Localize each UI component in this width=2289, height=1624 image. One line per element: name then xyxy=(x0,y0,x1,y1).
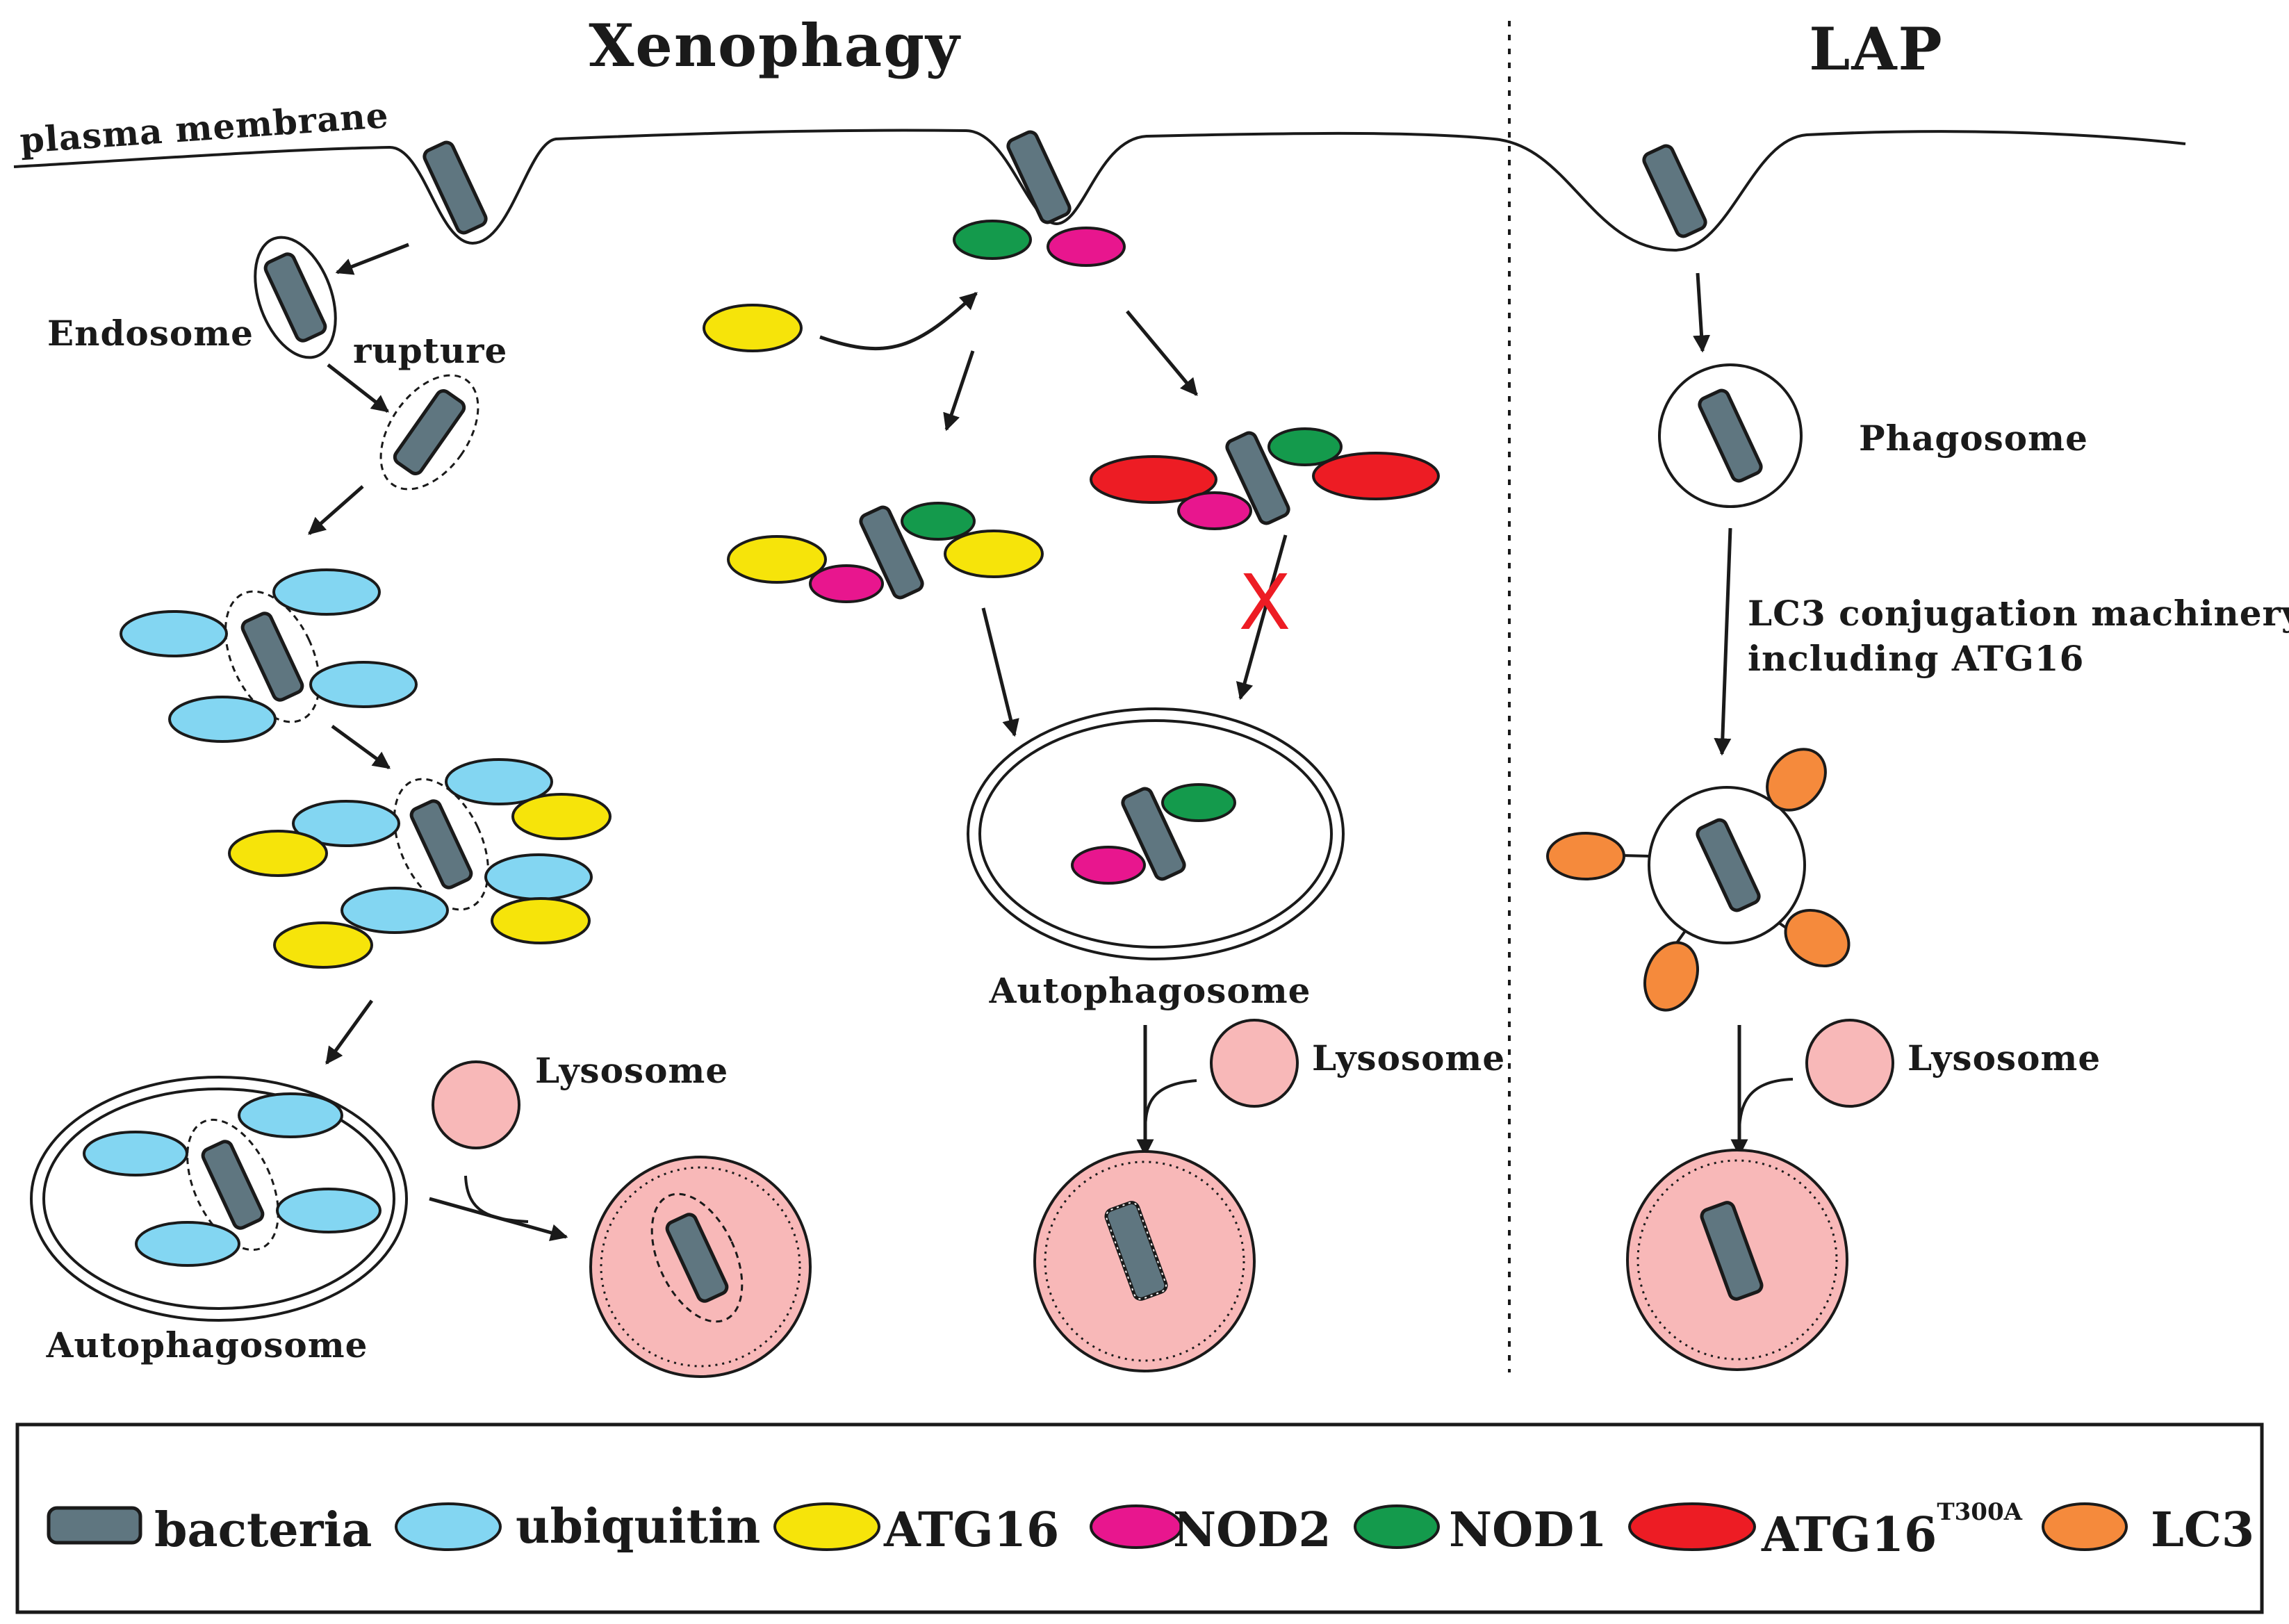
autolysosome-mid xyxy=(1033,1150,1256,1372)
arrow-to-phagosome xyxy=(1693,272,1711,353)
legend-atg16-icon xyxy=(773,1502,880,1551)
plasma-membrane xyxy=(13,129,2186,252)
bacteria-invaginating-left xyxy=(422,140,488,235)
blocked-x-mark: X xyxy=(1238,558,1290,647)
legend-atg16-t300a-label: ATG16T300A xyxy=(1761,1498,2023,1563)
arrow-to-autophagosome-left xyxy=(325,999,374,1065)
legend-nod2-icon xyxy=(1090,1504,1183,1549)
lysosome-mid xyxy=(1210,1019,1299,1108)
legend-ubiquitin-label: ubiquitin xyxy=(516,1499,760,1555)
legend-nod1-icon xyxy=(1354,1504,1440,1549)
nod2-at-membrane xyxy=(1047,227,1126,267)
xenophagy-title: Xenophagy xyxy=(589,11,961,80)
arrow-to-lc3-phagosome xyxy=(1714,527,1732,756)
arrow-to-endosome xyxy=(335,243,409,275)
ubiquitin-atg16-complex xyxy=(228,758,612,969)
fusion-curve-right xyxy=(1738,1078,1794,1133)
arrow-to-wt-complex xyxy=(943,350,975,432)
arrow-to-autolysosome-left xyxy=(429,1197,568,1241)
arrow-to-autophagosome-mid xyxy=(981,607,1019,737)
legend-atg16-t300a-base: ATG16 xyxy=(1761,1507,1937,1563)
nod1-at-membrane xyxy=(953,220,1032,260)
autophagosome-mid-label: Autophagosome xyxy=(989,970,1311,1011)
fusion-curve-mid xyxy=(1144,1079,1197,1133)
bacteria-invaginating-right xyxy=(1642,144,1707,238)
nod-atg16-complex xyxy=(727,502,1044,603)
atg16-free xyxy=(703,304,803,352)
legend-nod1-label: NOD1 xyxy=(1449,1502,1607,1558)
arrow-atg16-to-nod xyxy=(819,292,978,351)
legend-lc3-label: LC3 xyxy=(2151,1502,2254,1558)
ruptured-vacuole xyxy=(379,374,479,491)
legend-nod2-label: NOD2 xyxy=(1173,1502,1331,1558)
legend-atg16-t300a-icon xyxy=(1628,1502,1756,1551)
lysosome-right-label: Lysosome xyxy=(1907,1037,2101,1078)
lysosome-mid-label: Lysosome xyxy=(1312,1037,1505,1078)
legend-ubiquitin-icon xyxy=(395,1502,502,1551)
plasma-membrane-label: plasma membrane xyxy=(19,95,391,161)
lc3-decorated-phagosome xyxy=(1546,748,1851,1012)
phagosome-label: Phagosome xyxy=(1859,418,2088,459)
legend-atg16-label: ATG16 xyxy=(883,1502,1059,1558)
endosome-label: Endosome xyxy=(47,313,254,354)
phagolysosome xyxy=(1626,1149,1848,1371)
legend-atg16-t300a-sup: T300A xyxy=(1937,1498,2022,1526)
lc3-conjugation-label-line2: including ATG16 xyxy=(1748,638,2084,679)
autophagosome-left xyxy=(30,1076,408,1322)
legend-lc3-icon xyxy=(2042,1502,2128,1551)
arrow-to-ruptured xyxy=(327,363,389,413)
phagosome xyxy=(1658,363,1803,508)
autophagosome-mid xyxy=(967,707,1345,960)
autophagosome-left-label: Autophagosome xyxy=(46,1324,368,1365)
lysosome-left xyxy=(432,1060,520,1149)
lap-title: LAP xyxy=(1809,15,1943,83)
lysosome-left-label: Lysosome xyxy=(535,1050,728,1091)
arrow-blocked xyxy=(1236,534,1288,700)
bacteria-invaginating-mid xyxy=(1006,130,1072,224)
legend-bacteria-icon xyxy=(47,1506,142,1545)
arrow-to-mutant-complex xyxy=(1126,310,1198,396)
lysosome-right xyxy=(1805,1019,1894,1108)
arrow-to-ubiquitinated xyxy=(308,485,364,535)
autolysosome-left xyxy=(589,1156,812,1378)
arrow-to-atg16-recruit xyxy=(331,724,391,770)
endosome xyxy=(254,236,337,359)
legend-bacteria-label: bacteria xyxy=(154,1502,372,1558)
nod-atg16-t300a-complex xyxy=(1090,427,1440,530)
legend: bacteria ubiquitin ATG16 NOD2 NOD1 ATG16… xyxy=(15,1422,2264,1614)
fusion-curve-left xyxy=(464,1175,529,1223)
lc3-conjugation-label-line1: LC3 conjugation machinery xyxy=(1748,593,2289,634)
ubiquitin-coated-bacteria xyxy=(120,568,418,743)
rupture-label: rupture xyxy=(353,330,507,371)
